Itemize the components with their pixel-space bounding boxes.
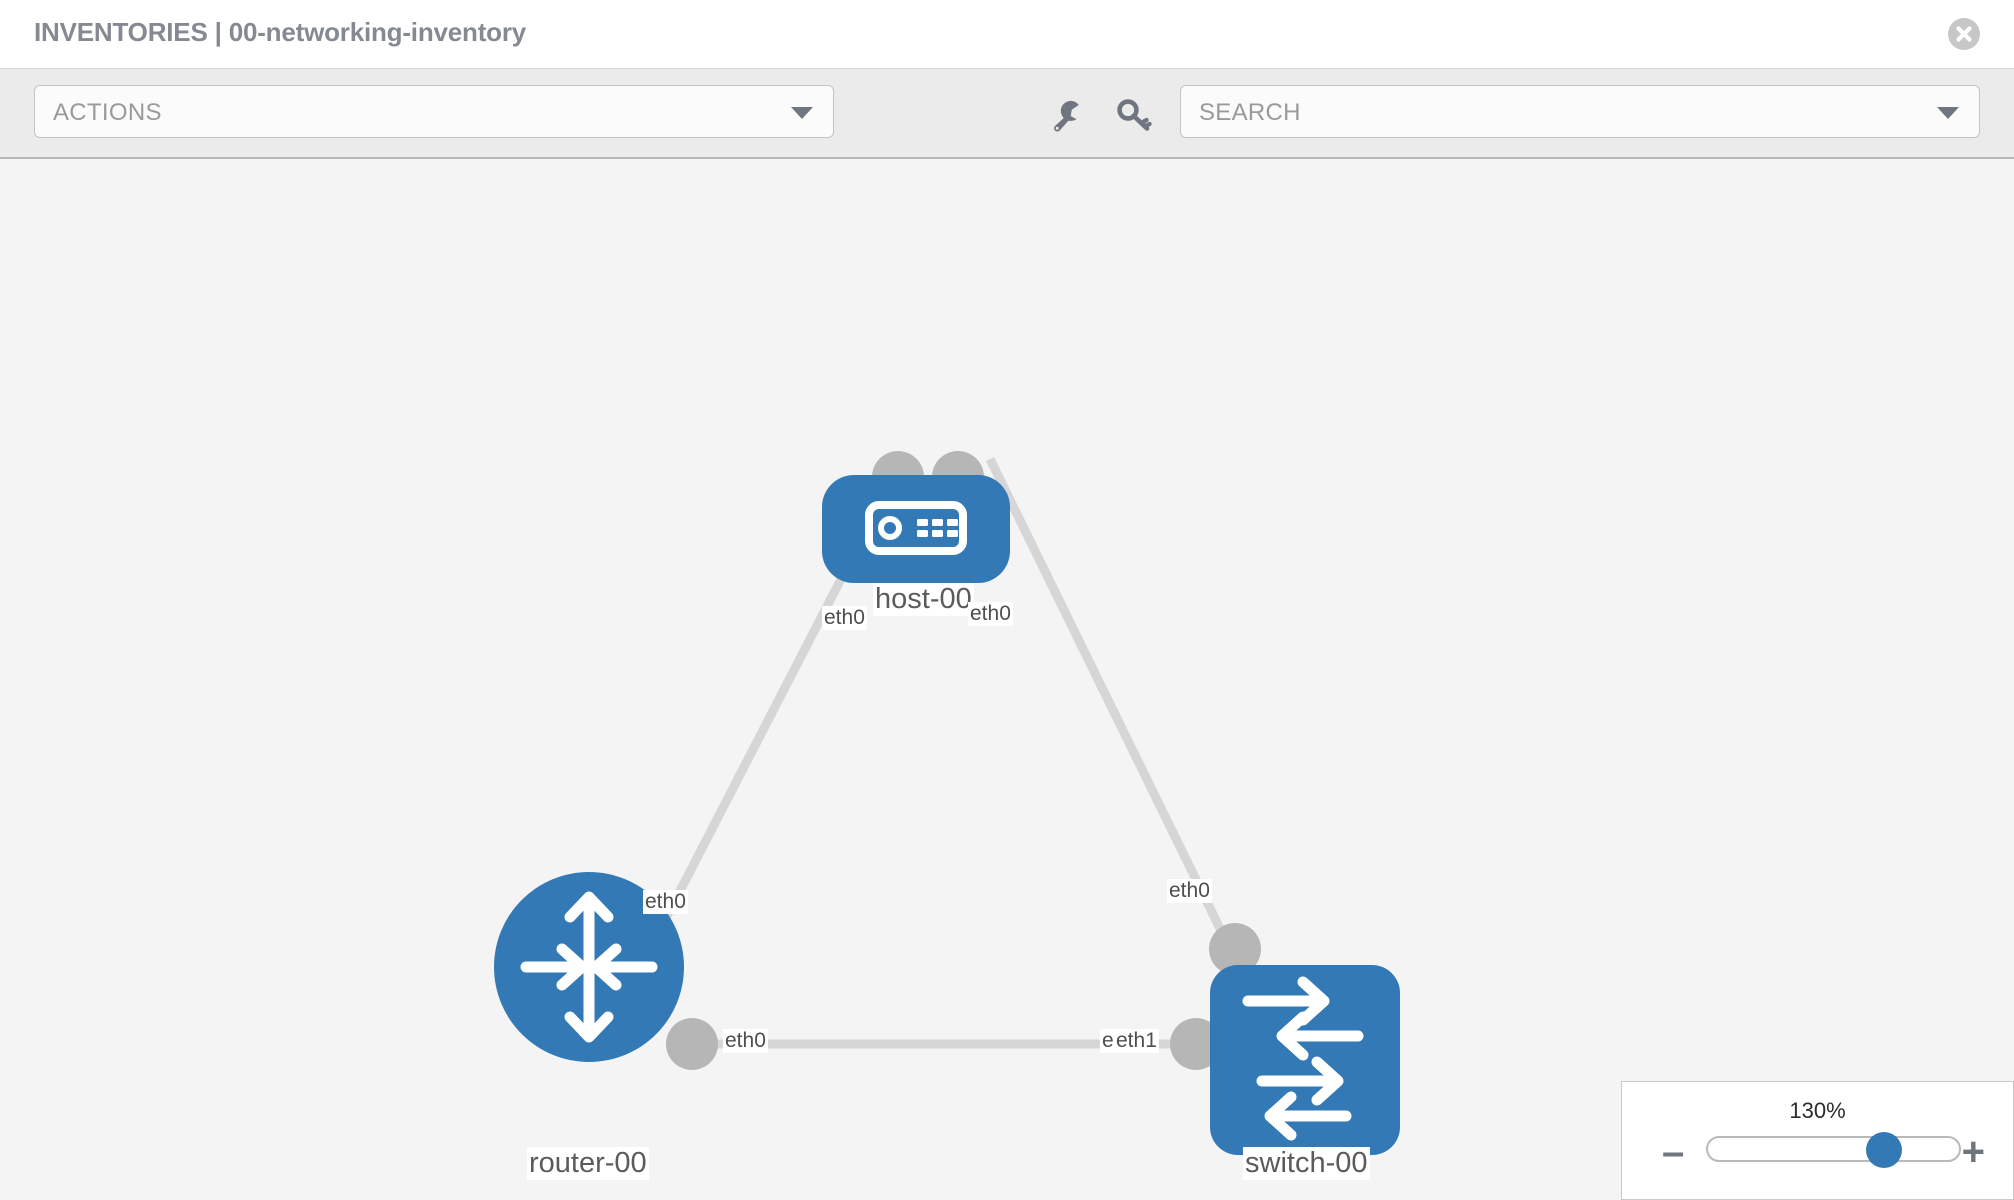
actions-dropdown[interactable]: ACTIONS xyxy=(34,85,834,138)
edge-label-host00-eth0-right: eth0 xyxy=(968,602,1013,626)
zoom-level-value: 130% xyxy=(1789,1098,1846,1123)
connector-switch00-left[interactable] xyxy=(1170,1018,1222,1070)
search-input[interactable]: SEARCH xyxy=(1180,85,1980,138)
node-router-00[interactable] xyxy=(494,872,684,1062)
page-header: INVENTORIES | 00-networking-inventory xyxy=(0,0,2014,69)
chevron-down-icon xyxy=(1937,107,1959,119)
zoom-slider-thumb[interactable] xyxy=(1865,1132,1902,1168)
zoom-out-button[interactable]: – xyxy=(1662,1130,1685,1174)
node-label-host-00: host-00 xyxy=(873,583,974,616)
wrench-button[interactable] xyxy=(1046,95,1086,135)
node-label-router-00: router-00 xyxy=(527,1147,649,1180)
edge-label-router00-eth0-right: eth0 xyxy=(723,1029,768,1053)
node-switch-00[interactable] xyxy=(1210,965,1400,1155)
edge-label-router00-eth0-up: eth0 xyxy=(643,890,688,914)
connector-switch00-top[interactable] xyxy=(1209,923,1261,975)
router-four-arrows-icon xyxy=(520,891,658,1043)
topology-graph xyxy=(494,451,1400,1155)
edge-label-switch00-eth0-up: eth0 xyxy=(1167,879,1212,903)
connector-router00-right[interactable] xyxy=(666,1018,718,1070)
node-host-00[interactable] xyxy=(822,475,1010,583)
chevron-down-icon xyxy=(791,107,813,119)
edge-host00-switch00[interactable] xyxy=(985,457,1235,951)
page-title: INVENTORIES | 00-networking-inventory xyxy=(34,17,527,47)
close-button[interactable] xyxy=(1948,18,1980,50)
zoom-control-panel: 130% – + xyxy=(1621,1081,2014,1200)
wrench-icon xyxy=(1054,100,1079,132)
zoom-in-button[interactable]: + xyxy=(1961,1130,1985,1174)
key-button[interactable] xyxy=(1114,95,1154,135)
node-label-switch-00: switch-00 xyxy=(1243,1147,1370,1180)
close-icon xyxy=(1956,26,1972,42)
toolbar: ACTIONS SEARCH xyxy=(0,69,2014,159)
switch-arrows-icon xyxy=(1242,976,1364,1141)
server-appliance-icon xyxy=(865,501,967,555)
topology-canvas[interactable]: host-00 router-00 switch-00 eth0 eth0 et… xyxy=(0,159,2014,1200)
search-placeholder: SEARCH xyxy=(1199,99,1301,126)
actions-dropdown-label: ACTIONS xyxy=(53,99,162,126)
edge-label-switch00-eth1: eth1 xyxy=(1114,1029,1159,1053)
edge-label-host00-eth0-left: eth0 xyxy=(822,606,867,630)
key-icon xyxy=(1117,99,1152,131)
zoom-slider-track[interactable] xyxy=(1706,1132,1961,1168)
